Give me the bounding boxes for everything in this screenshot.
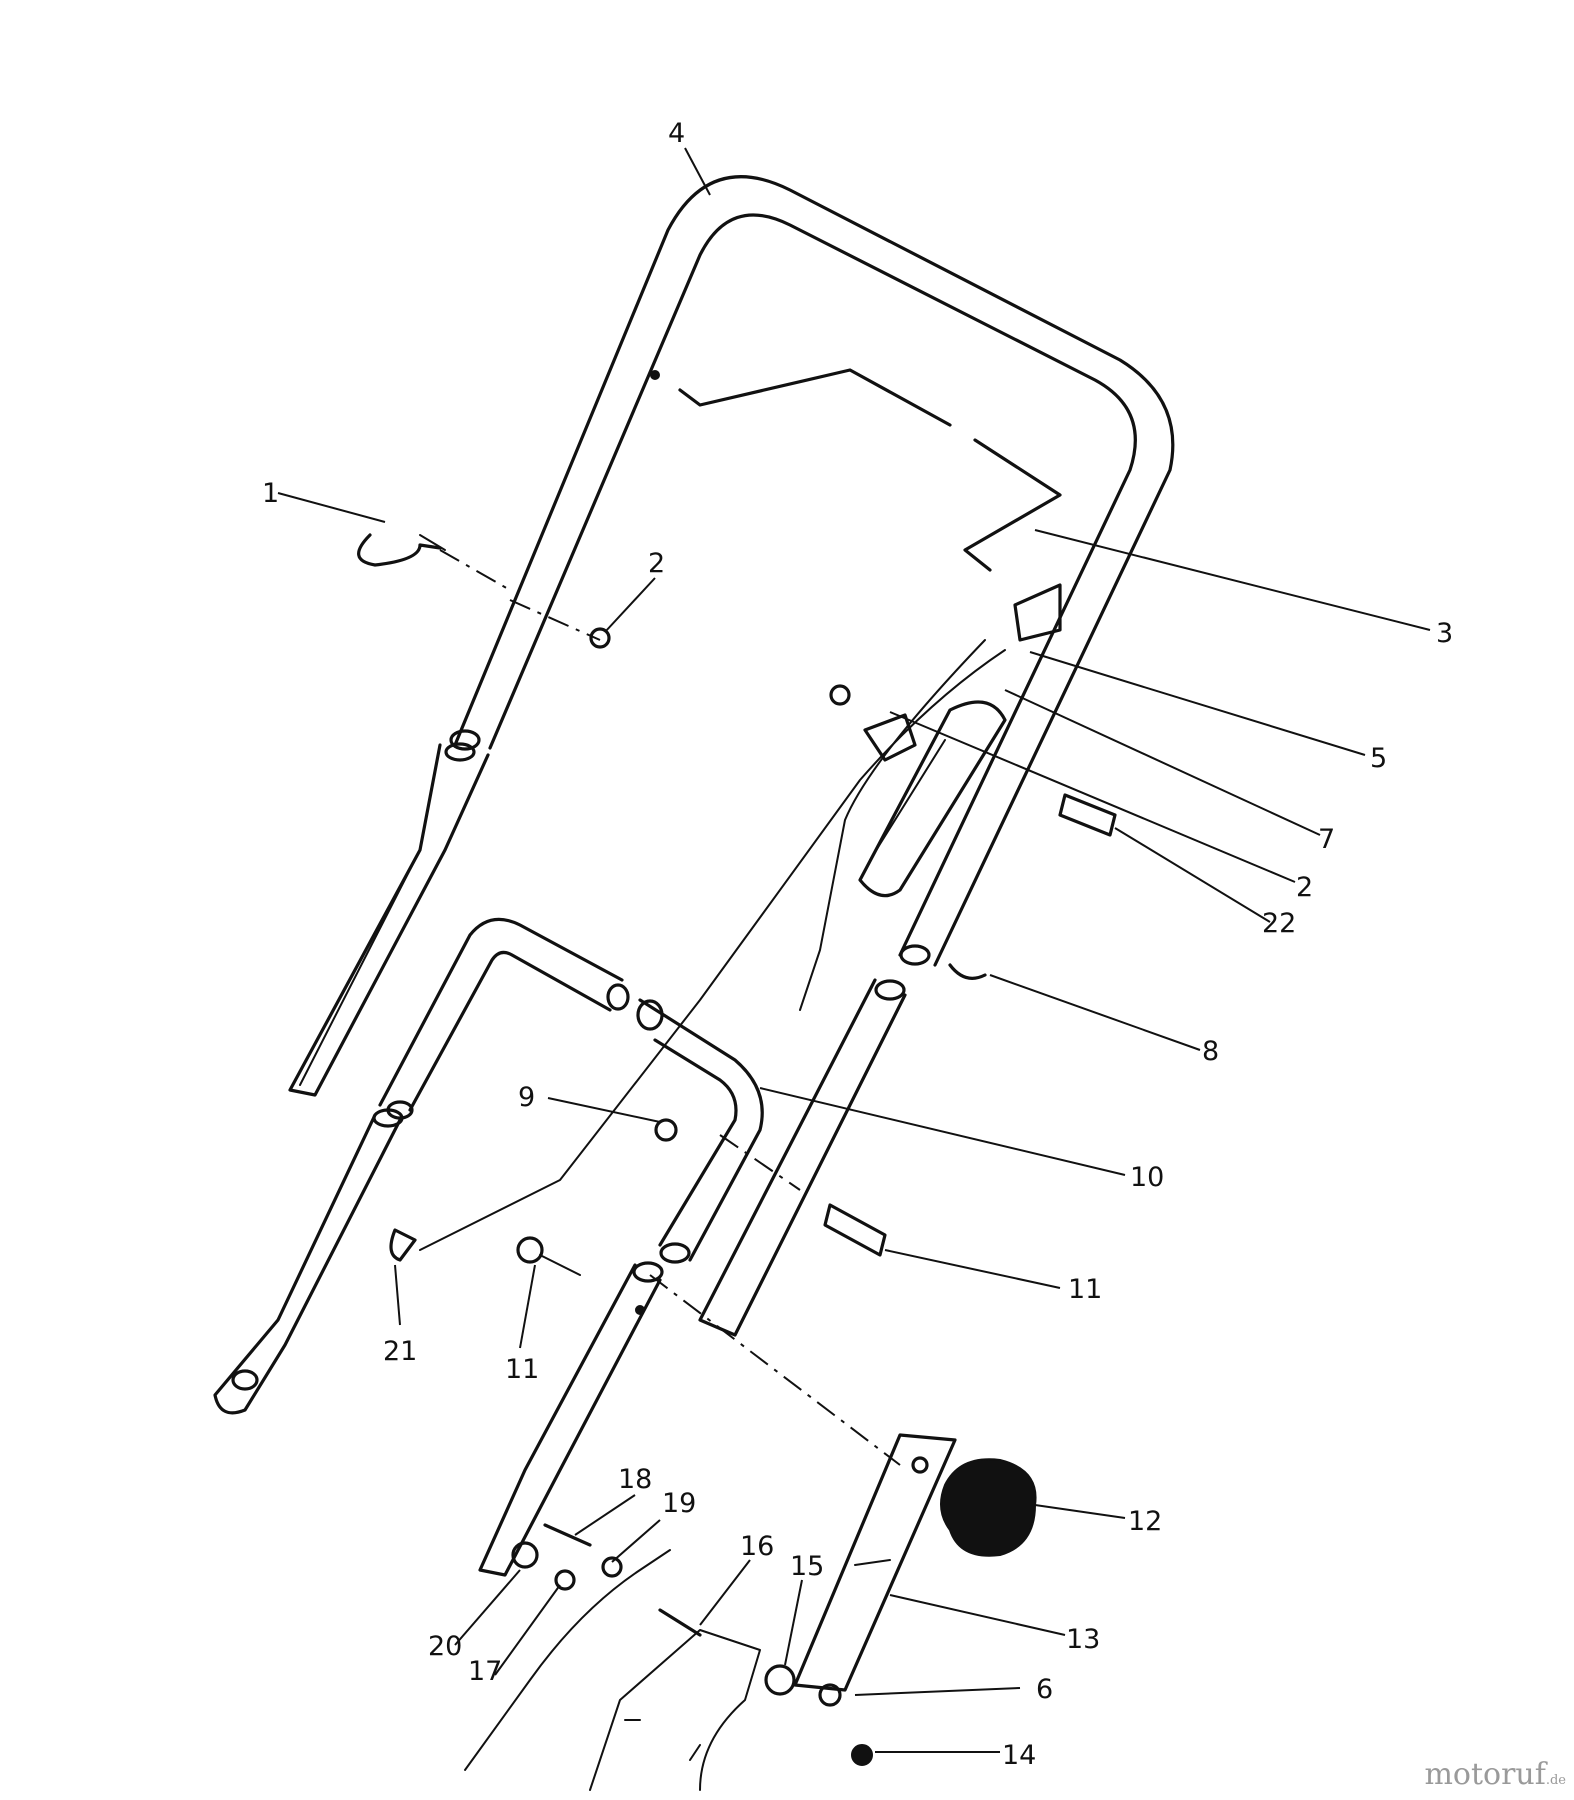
callout-3: 3 (1436, 618, 1453, 649)
callout-13: 13 (1066, 1624, 1100, 1655)
callout-11a: 11 (1068, 1274, 1102, 1305)
callout-22: 22 (1262, 908, 1296, 939)
callout-6: 6 (1036, 1674, 1053, 1705)
callout-8: 8 (1202, 1036, 1219, 1067)
callout-17: 17 (468, 1656, 502, 1687)
callout-5: 5 (1370, 743, 1387, 774)
callout-1: 1 (262, 478, 279, 509)
callout-18: 18 (618, 1464, 652, 1495)
fasteners (357, 533, 1117, 1766)
lower-mount-tube (478, 1261, 664, 1577)
right-lower-tube (698, 978, 907, 1337)
upper-handle (449, 175, 1175, 967)
callout-20: 20 (428, 1631, 462, 1662)
throttle-control (858, 583, 1062, 898)
leader-lines (277, 147, 1431, 1753)
center-handle (378, 917, 630, 1120)
assembly-lines (439, 549, 901, 1466)
callout-16: 16 (740, 1531, 774, 1562)
callout-2b: 2 (1296, 872, 1313, 903)
control-rod (678, 368, 1062, 572)
callout-19: 19 (662, 1488, 696, 1519)
callout-15: 15 (790, 1551, 824, 1582)
watermark: motoruf.de (1424, 1757, 1566, 1792)
mount-bracket (793, 1433, 957, 1692)
callout-14: 14 (1002, 1740, 1036, 1771)
deck-outline (464, 1549, 761, 1791)
callout-4: 4 (668, 118, 685, 149)
bent-tube (636, 998, 764, 1264)
lower-left-bar (213, 1108, 404, 1415)
callout-21: 21 (383, 1336, 417, 1367)
callout-12: 12 (1128, 1506, 1162, 1537)
left-lower-handle (288, 742, 490, 1097)
callout-7: 7 (1318, 824, 1335, 855)
callouts: 1 2 3 4 5 6 7 2 22 8 9 10 11 11 21 12 13… (262, 118, 1453, 1771)
adjusting-knob (940, 1458, 1037, 1557)
callout-9: 9 (518, 1082, 535, 1113)
callout-10: 10 (1130, 1162, 1164, 1193)
callout-11b: 11 (505, 1354, 539, 1385)
callout-2a: 2 (648, 548, 665, 579)
